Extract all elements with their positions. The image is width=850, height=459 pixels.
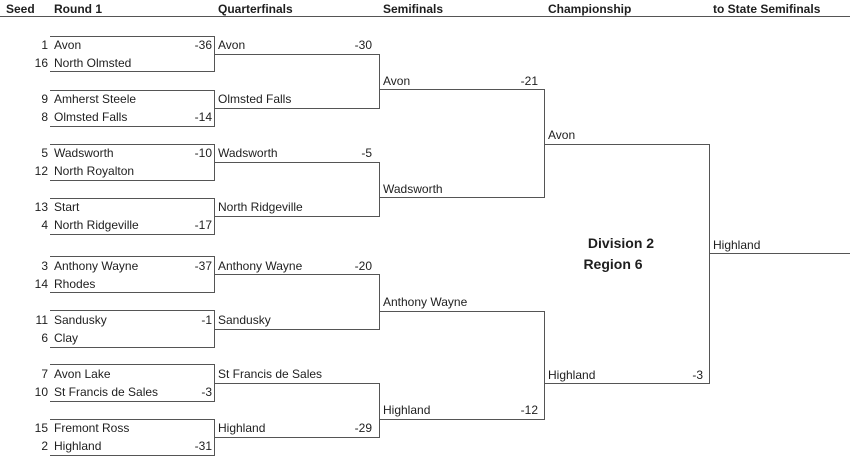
division-title: Division 2	[587, 235, 655, 251]
score: -37	[194, 259, 212, 273]
sf-score: -21	[520, 74, 538, 88]
score: -10	[194, 146, 212, 160]
team-name: Sandusky	[54, 313, 107, 327]
team-name: North Olmsted	[54, 56, 132, 70]
team-name: Avon	[54, 38, 82, 52]
seed-number: 6	[41, 331, 48, 345]
qf-team-name: Wadsworth	[218, 146, 278, 160]
seed-number: 8	[41, 110, 48, 124]
team-name: Clay	[54, 331, 79, 345]
header-divider	[0, 16, 850, 17]
qf-team-name: North Ridgeville	[218, 200, 303, 214]
qf-match-box	[214, 54, 380, 109]
team-name: St Francis de Sales	[54, 385, 159, 399]
championship-team-name: Avon	[548, 128, 576, 142]
header-seed: Seed	[6, 2, 35, 16]
seed-number: 9	[41, 92, 48, 106]
seed-number: 13	[34, 200, 48, 214]
seed-number: 3	[41, 259, 48, 273]
qf-score: -5	[361, 146, 372, 160]
qf-team-name: Avon	[218, 38, 246, 52]
sf-team-name: Anthony Wayne	[383, 295, 468, 309]
score: -36	[194, 38, 212, 52]
team-name: Amherst Steele	[54, 92, 137, 106]
qf-match-box	[214, 383, 380, 438]
sf-team-name: Wadsworth	[383, 182, 443, 196]
qf-match-box	[214, 274, 380, 330]
championship-team-name: Highland	[548, 368, 596, 382]
sf-match-box	[379, 311, 545, 420]
header-advance: to State Semifinals	[713, 2, 821, 16]
team-name: North Ridgeville	[54, 218, 139, 232]
score: -31	[194, 439, 212, 453]
seed-number: 1	[41, 38, 48, 52]
championship-match-box	[544, 144, 710, 384]
score: -14	[194, 110, 212, 124]
sf-team-name: Avon	[383, 74, 411, 88]
sf-team-name: Highland	[383, 403, 431, 417]
qf-team-name: Olmsted Falls	[218, 92, 292, 106]
qf-match-box	[214, 162, 380, 217]
seed-number: 16	[34, 56, 48, 70]
team-name: Rhodes	[54, 277, 96, 291]
qf-team-name: Highland	[218, 421, 266, 435]
score: -17	[194, 218, 212, 232]
qf-score: -30	[354, 38, 372, 52]
qf-score: -29	[354, 421, 372, 435]
advance-team-name: Highland	[713, 238, 761, 252]
seed-number: 15	[34, 421, 48, 435]
championship-score: -3	[692, 368, 703, 382]
seed-number: 2	[41, 439, 48, 453]
team-name: Anthony Wayne	[54, 259, 139, 273]
header-round1: Round 1	[54, 2, 102, 16]
team-name: Avon Lake	[54, 367, 111, 381]
qf-score: -20	[354, 259, 372, 273]
qf-team-name: Sandusky	[218, 313, 271, 327]
score: -3	[201, 385, 212, 399]
team-name: Start	[54, 200, 80, 214]
qf-team-name: Anthony Wayne	[218, 259, 303, 273]
advance-line	[709, 253, 850, 254]
seed-number: 5	[41, 146, 48, 160]
header-semifinals: Semifinals	[383, 2, 444, 16]
seed-number: 12	[34, 164, 48, 178]
seed-number: 11	[35, 313, 48, 327]
team-name: Highland	[54, 439, 102, 453]
header-quarterfinals: Quarterfinals	[218, 2, 293, 16]
sf-score: -12	[520, 403, 538, 417]
seed-number: 10	[34, 385, 48, 399]
score: -1	[201, 313, 212, 327]
team-name: Olmsted Falls	[54, 110, 128, 124]
header-championship: Championship	[548, 2, 632, 16]
sf-match-box	[379, 89, 545, 198]
seed-number: 7	[41, 367, 48, 381]
seed-number: 14	[34, 277, 48, 291]
region-title: Region 6	[583, 256, 643, 272]
qf-team-name: St Francis de Sales	[218, 367, 323, 381]
team-name: Fremont Ross	[54, 421, 130, 435]
seed-number: 4	[41, 218, 48, 232]
team-name: Wadsworth	[54, 146, 114, 160]
team-name: North Royalton	[54, 164, 135, 178]
